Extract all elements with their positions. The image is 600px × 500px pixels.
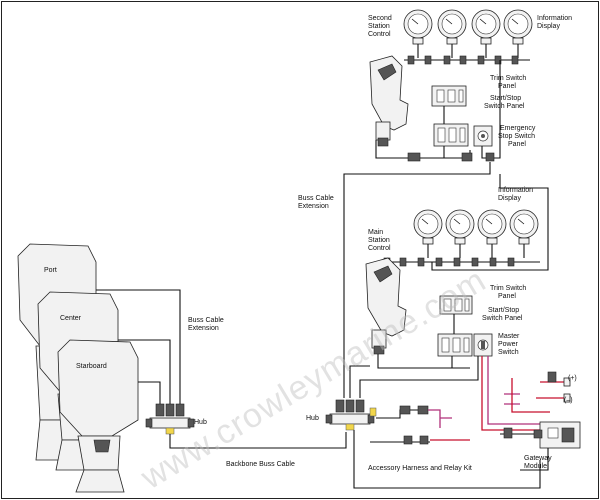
- start-stop-switch-panel-mid: [437, 333, 473, 357]
- trim-switch-panel-top: [431, 85, 467, 107]
- label-buss-cable-extension-top: Buss Cable Extension: [298, 195, 334, 210]
- second-station-control-lever: [369, 55, 409, 147]
- label-line: Panel: [508, 141, 526, 148]
- label-minus: (–): [564, 397, 573, 404]
- watermark: www.crowleymarine.com: [134, 261, 493, 498]
- start-stop-switch-panel-top: [433, 123, 469, 147]
- label-line: Panel: [498, 83, 516, 90]
- information-display-mid-gauges: [413, 209, 539, 245]
- label-master-power-switch: Master Power Switch: [498, 333, 520, 356]
- label-line: Station: [368, 237, 390, 244]
- label-line: Control: [368, 245, 391, 252]
- label-line: Gateway: [524, 455, 552, 462]
- information-display-top-gauges: [403, 9, 533, 45]
- buss-cable-extension-top: [343, 162, 491, 398]
- label-line: Buss Cable: [298, 195, 334, 202]
- label-hub-left: Hub: [194, 419, 207, 426]
- accessory-harness-relay-kit: [353, 405, 541, 489]
- gateway-connector: [503, 427, 513, 439]
- label-center: Center: [60, 315, 82, 322]
- label-line: Emergency: [500, 125, 536, 132]
- main-station-control-lever: [365, 257, 407, 355]
- buss-cable-extension-left: [96, 289, 181, 404]
- label-line: Extension: [298, 203, 329, 210]
- label-line: Display: [498, 195, 521, 202]
- label-emergency-stop-switch-panel: Emergency Stop Switch Panel: [498, 125, 536, 148]
- label-start-stop-switch-panel-mid: Start/Stop Switch Panel: [482, 307, 523, 322]
- label-line: Stop Switch: [498, 133, 535, 140]
- hub-left: [145, 403, 195, 435]
- label-line: Extension: [188, 325, 219, 332]
- label-line: Switch: [498, 349, 519, 356]
- label-line: Power: [498, 341, 519, 348]
- label-start-stop-switch-panel-top: Start/Stop Switch Panel: [484, 95, 525, 110]
- label-hub-right: Hub: [306, 415, 319, 422]
- trim-switch-panel-mid: [439, 295, 473, 315]
- label-port: Port: [44, 267, 57, 274]
- label-second-station-control: Second Station Control: [368, 15, 392, 38]
- label-line: Switch Panel: [484, 103, 525, 110]
- backbone-buss-cable: [169, 432, 347, 449]
- label-gateway-module: Gateway Module: [524, 455, 552, 470]
- label-information-display-mid: Information Display: [498, 187, 533, 202]
- label-line: Main: [368, 229, 383, 236]
- label-main-station-control: Main Station Control: [368, 229, 391, 252]
- label-starboard: Starboard: [76, 363, 107, 370]
- gateway-module: [533, 421, 581, 449]
- emergency-stop-switch-panel: [473, 125, 493, 147]
- label-line: Master: [498, 333, 520, 340]
- label-line: Start/Stop: [490, 95, 521, 102]
- label-trim-switch-panel-top: Trim Switch Panel: [490, 75, 526, 90]
- label-line: Information: [537, 15, 572, 22]
- label-accessory-harness: Accessory Harness and Relay Kit: [368, 465, 472, 472]
- label-line: Trim Switch: [490, 75, 526, 82]
- label-line: Start/Stop: [488, 307, 519, 314]
- hub-right: [325, 399, 377, 431]
- label-line: Module: [524, 463, 547, 470]
- label-line: Station: [368, 23, 390, 30]
- label-backbone-buss-cable: Backbone Buss Cable: [226, 461, 295, 468]
- top-station-connectors: [407, 152, 495, 162]
- label-line: Control: [368, 31, 391, 38]
- label-plus: (+): [568, 375, 577, 382]
- battery-terminals: [547, 371, 571, 403]
- label-line: Information: [498, 187, 533, 194]
- label-line: Second: [368, 15, 392, 22]
- label-line: Switch Panel: [482, 315, 523, 322]
- label-line: Trim Switch: [490, 285, 526, 292]
- label-buss-cable-extension-left: Buss Cable Extension: [188, 317, 224, 332]
- master-power-switch: [473, 333, 493, 357]
- engine-starboard: [57, 339, 139, 493]
- label-trim-switch-panel-mid: Trim Switch Panel: [490, 285, 526, 300]
- label-line: Display: [537, 23, 560, 30]
- label-information-display-top: Information Display: [537, 15, 572, 30]
- label-line: Buss Cable: [188, 317, 224, 324]
- top-gauge-connectors: [407, 55, 519, 65]
- label-line: Panel: [498, 293, 516, 300]
